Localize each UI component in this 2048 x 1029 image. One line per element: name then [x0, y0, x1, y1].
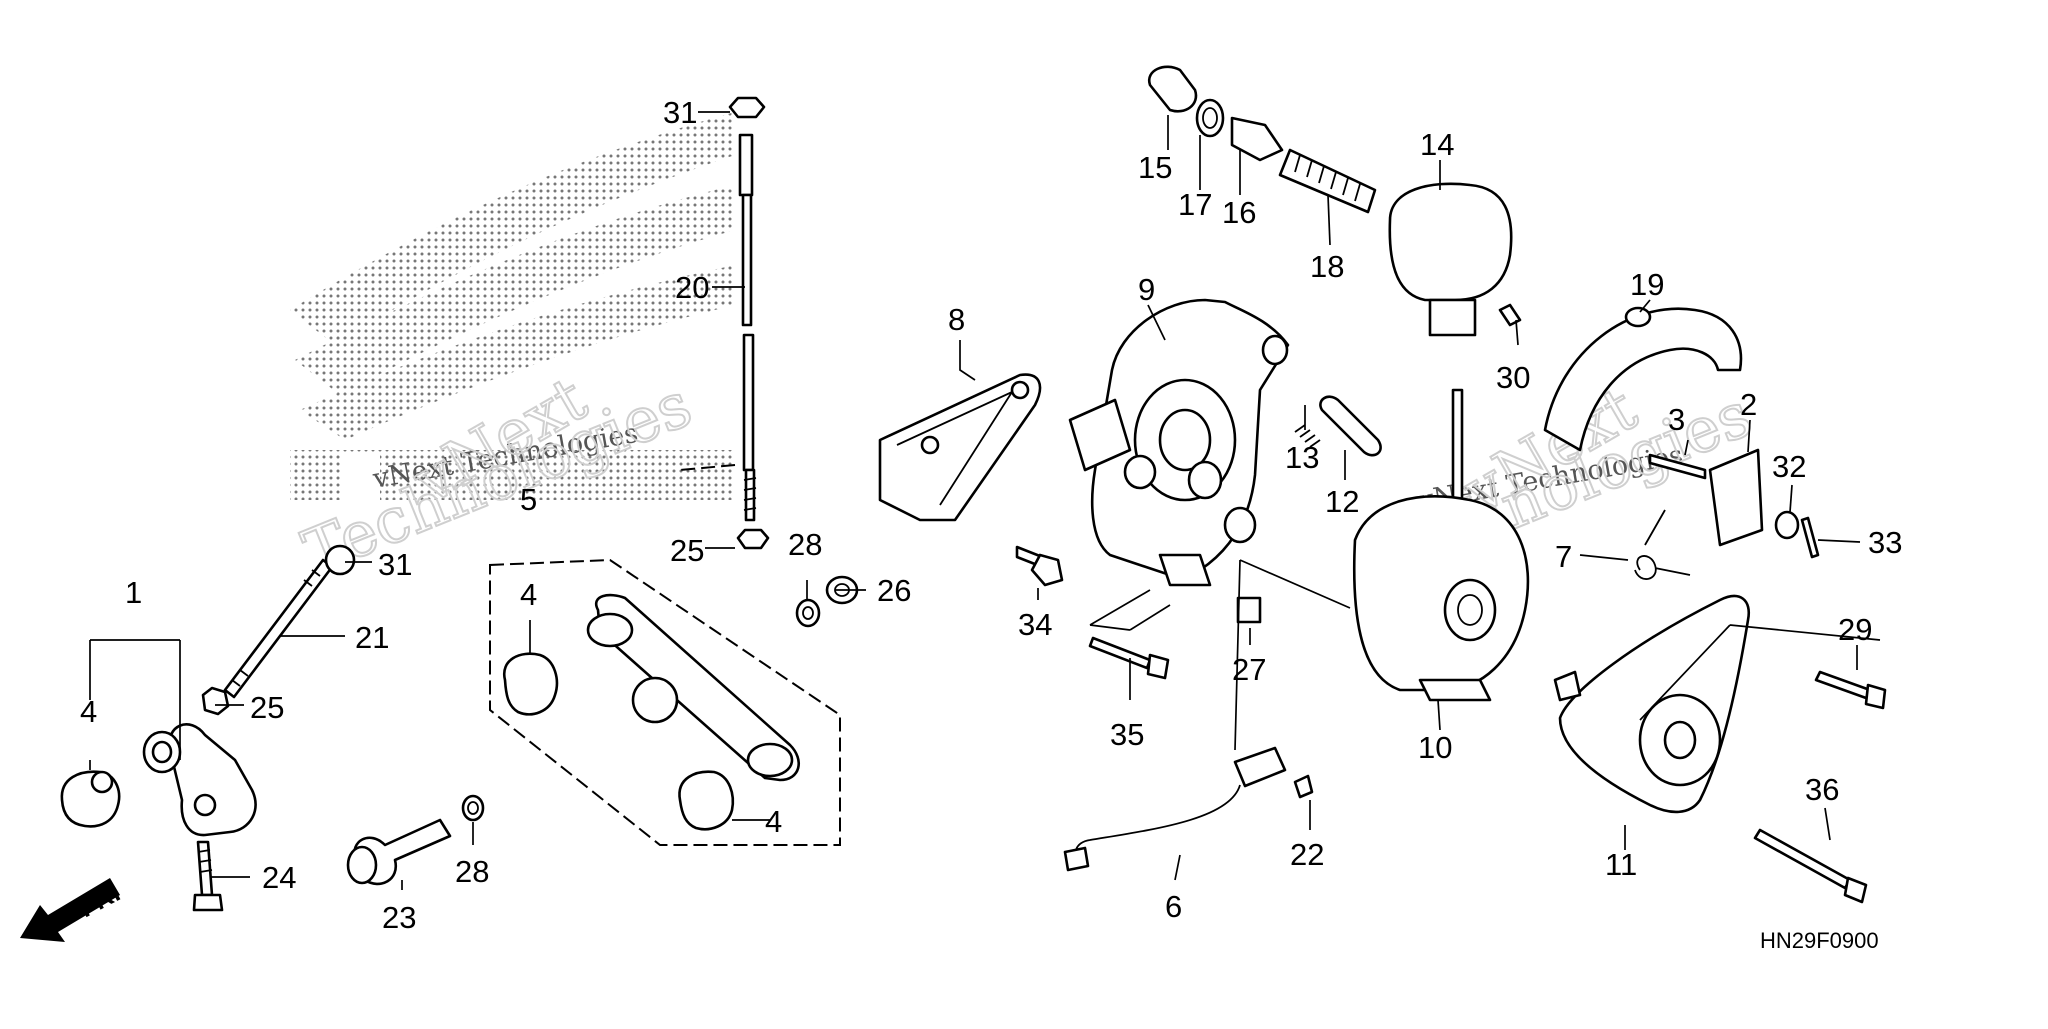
callout-25: 25 — [670, 533, 704, 568]
callout-20: 20 — [675, 270, 709, 305]
drum-cover — [1543, 306, 1743, 452]
leader-lines — [89, 111, 1881, 890]
callout-14: 14 — [1420, 127, 1454, 162]
callout-6: 6 — [1165, 889, 1182, 924]
sensor-assembly — [1063, 596, 1314, 872]
callout-21: 21 — [355, 620, 389, 655]
callout-4: 4 — [765, 804, 782, 839]
callout-18: 18 — [1310, 249, 1344, 284]
flange-assembly — [1553, 594, 1887, 904]
callout-17: 17 — [1178, 187, 1212, 222]
callout-35: 35 — [1110, 717, 1144, 752]
callout-25: 25 — [250, 690, 284, 725]
callouts: 31 20 5 31 21 25 25 28 26 1 4 4 4 24 23 … — [80, 95, 1902, 935]
callout-32: 32 — [1772, 449, 1806, 484]
callout-7: 7 — [1555, 539, 1572, 574]
callout-34: 34 — [1018, 607, 1052, 642]
tie-rod-assembly — [201, 544, 356, 716]
shift-drum — [1353, 388, 1530, 702]
callout-12: 12 — [1325, 484, 1359, 519]
callout-26: 26 — [877, 573, 911, 608]
callout-23: 23 — [382, 900, 416, 935]
callout-9: 9 — [1138, 272, 1155, 307]
link-assembly — [489, 558, 841, 846]
stopper-hardware — [1634, 448, 1820, 580]
shift-knob — [1388, 182, 1522, 337]
callout-36: 36 — [1805, 772, 1839, 807]
rod-assembly — [679, 96, 770, 550]
callout-15: 15 — [1138, 150, 1172, 185]
callout-1: 1 — [125, 575, 142, 610]
callout-28: 28 — [455, 854, 489, 889]
callout-28: 28 — [788, 527, 822, 562]
callout-4: 4 — [80, 694, 97, 729]
joint-assembly — [60, 723, 257, 912]
callout-19: 19 — [1630, 267, 1664, 302]
callout-13: 13 — [1285, 440, 1319, 475]
callout-31: 31 — [663, 95, 697, 130]
callout-30: 30 — [1496, 360, 1530, 395]
callout-3: 3 — [1668, 402, 1685, 437]
front-arrow-icon — [20, 878, 120, 942]
callout-33: 33 — [1868, 525, 1902, 560]
shift-housing — [1068, 298, 1290, 587]
callout-4: 4 — [520, 577, 537, 612]
knob-hardware — [1147, 65, 1377, 214]
callout-11: 11 — [1605, 847, 1637, 882]
wing-logo — [290, 112, 735, 500]
callout-5: 5 — [520, 482, 537, 517]
diagram-code: HN29F0900 — [1760, 928, 1879, 953]
callout-31: 31 — [378, 547, 412, 582]
callout-16: 16 — [1222, 195, 1256, 230]
callout-24: 24 — [262, 860, 296, 895]
callout-2: 2 — [1740, 387, 1757, 422]
callout-22: 22 — [1290, 837, 1324, 872]
callout-29: 29 — [1838, 612, 1872, 647]
callout-10: 10 — [1418, 730, 1452, 765]
callout-8: 8 — [948, 302, 965, 337]
callout-27: 27 — [1232, 652, 1266, 687]
mounting-bracket — [878, 373, 1064, 587]
detent-spring-pin — [1294, 395, 1382, 457]
